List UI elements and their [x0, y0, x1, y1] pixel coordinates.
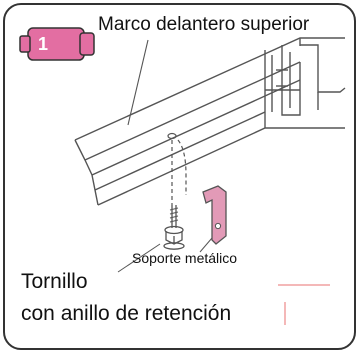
bolt-drawing — [117, 205, 185, 273]
step-badge-icon — [19, 27, 95, 61]
bolt-label-line2: con anillo de retención — [21, 302, 232, 325]
top-frame-drawing — [74, 37, 346, 206]
bolt-label-line1: Tornillo — [21, 270, 88, 293]
accent-marks — [278, 284, 330, 325]
bracket-leader — [199, 237, 213, 253]
step-number: 1 — [37, 34, 48, 54]
mounting-hole — [167, 132, 187, 205]
bracket-label: Soporte metálico — [132, 250, 238, 266]
bracket-drawing — [202, 185, 227, 245]
instruction-panel — [3, 3, 356, 350]
top-frame-label: Marco delantero superior — [98, 14, 310, 35]
